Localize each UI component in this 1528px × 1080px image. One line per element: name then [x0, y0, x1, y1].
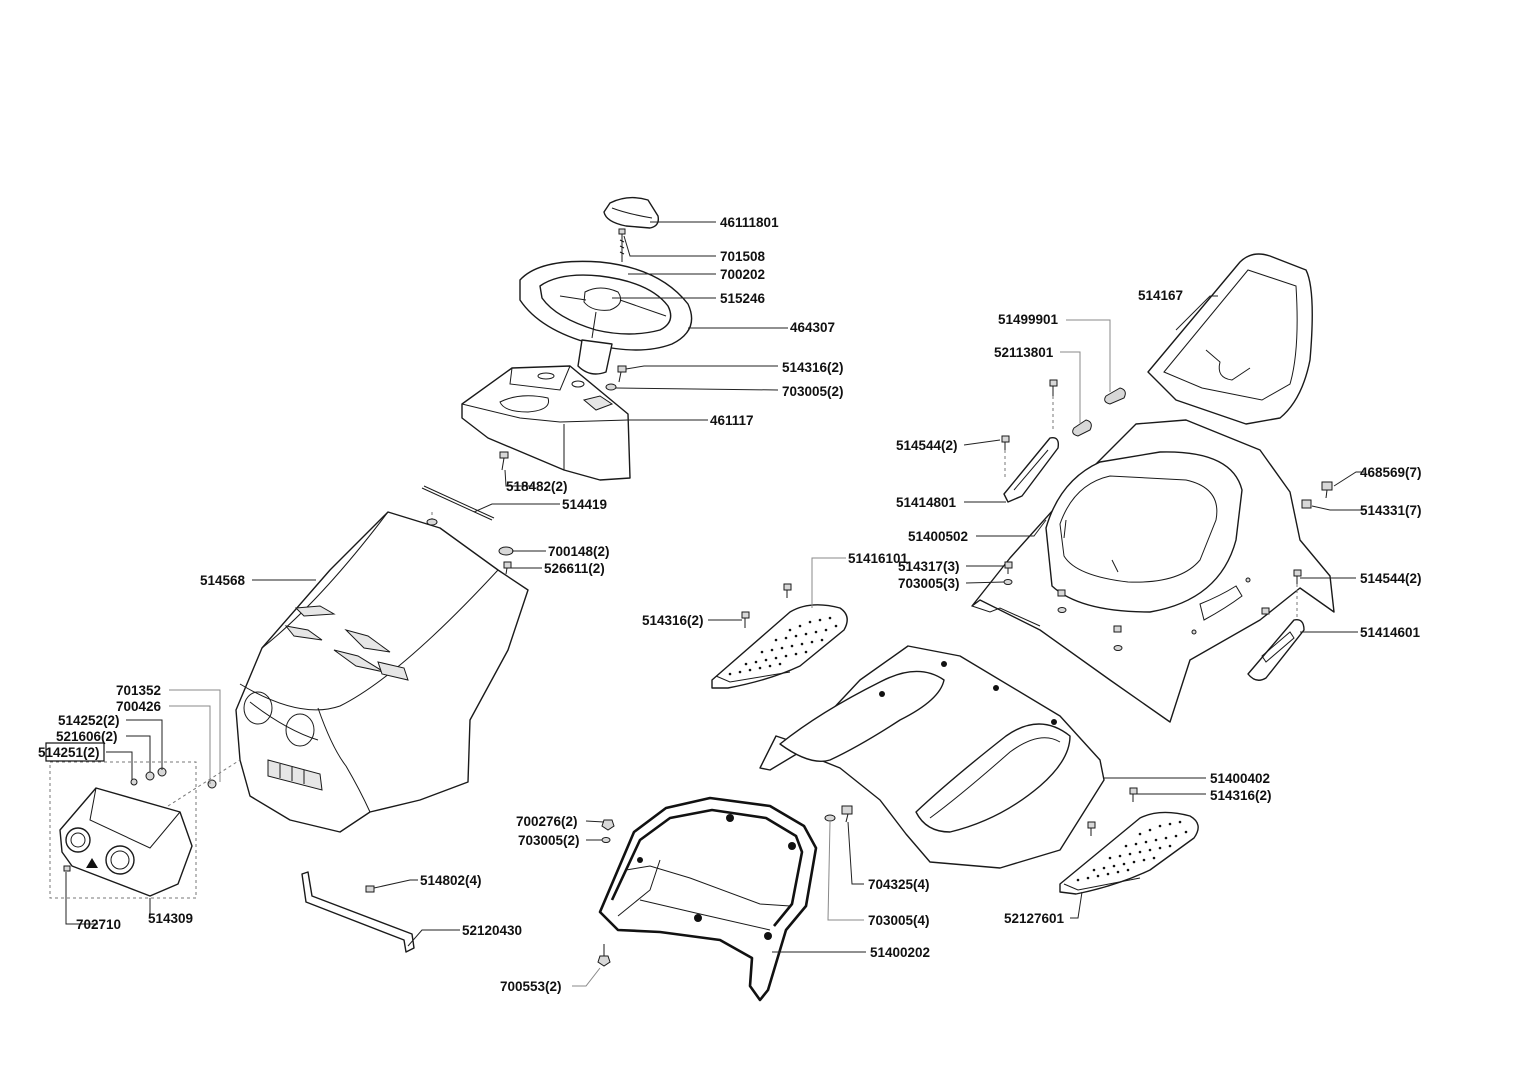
- label-515246: 515246: [720, 291, 766, 306]
- bracket-52120430: [301, 871, 415, 953]
- label-703005-bolts: 703005(4): [868, 913, 930, 928]
- label-46111801: 46111801: [720, 215, 779, 230]
- label-514316-right: 514316(2): [1210, 788, 1272, 803]
- label-51400402: 51400402: [1210, 771, 1270, 786]
- label-461117: 461117: [710, 413, 754, 428]
- screw-518482: [499, 451, 509, 471]
- label-514568: 514568: [200, 573, 246, 588]
- label-514167: 514167: [1138, 288, 1183, 303]
- label-526611: 526611(2): [544, 561, 605, 576]
- label-700426: 700426: [116, 699, 162, 714]
- label-51414801: 51414801: [896, 495, 957, 510]
- washer-703005-top: [605, 383, 617, 391]
- label-700276: 700276(2): [516, 814, 578, 829]
- label-52113801: 52113801: [994, 345, 1054, 360]
- label-701508: 701508: [720, 249, 766, 264]
- label-514544-right: 514544(2): [1360, 571, 1422, 586]
- headlight-housing-514309: [59, 787, 193, 897]
- label-52120430: 52120430: [462, 923, 522, 938]
- label-514316-footplate: 514316(2): [642, 613, 704, 628]
- front-shroud-hardware: [597, 805, 853, 967]
- handle-51414601: [1247, 619, 1305, 681]
- dashboard-461117: [461, 365, 631, 481]
- headlight-fasteners: [63, 767, 217, 872]
- label-51416101: 51416101: [848, 551, 909, 566]
- label-514419: 514419: [562, 497, 607, 512]
- label-514802: 514802(4): [420, 873, 482, 888]
- screw-468569: [1321, 481, 1333, 499]
- label-702710: 702710: [76, 917, 121, 932]
- label-51400202: 51400202: [870, 945, 930, 960]
- label-700202: 700202: [720, 267, 765, 282]
- label-514544-left: 514544(2): [896, 438, 958, 453]
- washer-700148: [498, 546, 514, 556]
- label-514309: 514309: [148, 911, 193, 926]
- handle-51414801: [1003, 437, 1060, 503]
- rear-fender-51400502: [971, 419, 1335, 723]
- label-464307: 464307: [790, 320, 835, 335]
- screw-514316-top: [617, 365, 627, 383]
- label-704325: 704325(4): [868, 877, 930, 892]
- label-700148: 700148(2): [548, 544, 610, 559]
- label-51414601: 51414601: [1360, 625, 1421, 640]
- label-514331: 514331(7): [1360, 503, 1422, 518]
- strip-514419: [421, 485, 495, 521]
- front-shroud-51400202: [598, 796, 818, 1002]
- bracket-514331: [1301, 499, 1312, 509]
- label-700553: 700553(2): [500, 979, 562, 994]
- label-514252: 514252(2): [58, 713, 120, 728]
- label-518482: 518482(2): [506, 479, 568, 494]
- label-514251: 514251(2): [38, 745, 100, 760]
- label-51400502: 51400502: [908, 529, 968, 544]
- label-52127601: 52127601: [1004, 911, 1065, 926]
- steering-cap-46111801: [603, 196, 660, 229]
- knob-51499901: [1104, 387, 1126, 405]
- seat-514167: [1147, 253, 1313, 425]
- label-703005-fender: 703005(3): [898, 576, 960, 591]
- bolt-701508: [618, 228, 626, 262]
- steering-wheel-464307: [519, 260, 693, 375]
- screw-526611: [503, 561, 512, 575]
- label-703005-shroud: 703005(2): [518, 833, 580, 848]
- knob-52113801: [1072, 419, 1092, 437]
- label-514316-steering: 514316(2): [782, 360, 844, 375]
- label-514317: 514317(3): [898, 559, 960, 574]
- label-521606: 521606(2): [56, 729, 118, 744]
- label-51499901: 51499901: [998, 312, 1059, 327]
- footplate-52127601: [1059, 811, 1199, 895]
- hood-514568: [235, 511, 529, 833]
- footplate-screws: [741, 583, 1138, 836]
- label-701352: 701352: [116, 683, 161, 698]
- footplate-51416101: [711, 604, 848, 689]
- label-468569: 468569(7): [1360, 465, 1422, 480]
- frame-cover-51400402: [759, 645, 1105, 869]
- label-703005-steering: 703005(2): [782, 384, 844, 399]
